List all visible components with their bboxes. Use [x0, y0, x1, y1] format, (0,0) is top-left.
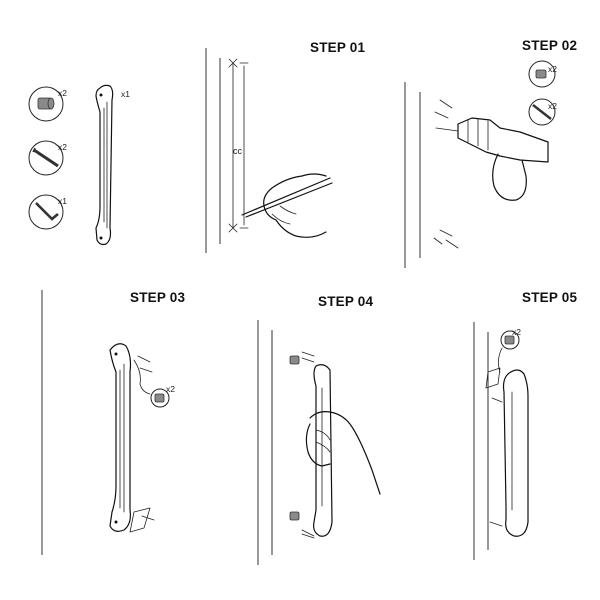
component-hex-key	[28, 194, 64, 230]
component-hex-key-qty: x1	[58, 196, 67, 206]
step04-bottom-screw	[289, 511, 315, 539]
step04-top-screw	[289, 351, 315, 365]
component-handle-qty: x1	[121, 89, 130, 99]
step02-long-screw	[528, 98, 556, 126]
drill	[434, 99, 549, 201]
step02-title: STEP 02	[522, 38, 578, 53]
step02-illustration	[404, 60, 556, 268]
step02-small-screw	[528, 60, 556, 88]
step03-screw-qty: x2	[166, 384, 175, 394]
step04-title: STEP 04	[318, 294, 374, 309]
step05-title: STEP 05	[522, 290, 578, 305]
step02-long-screw-qty: x2	[548, 101, 557, 111]
step04-illustration	[257, 320, 381, 565]
component-small-screw-qty: x2	[58, 88, 67, 98]
step05-screw-callout	[500, 330, 520, 350]
step03-screw-callout	[150, 388, 170, 408]
step03-illustration	[41, 290, 170, 555]
component-long-screw-qty: x2	[58, 142, 67, 152]
component-handle	[95, 84, 114, 246]
components-panel	[28, 84, 114, 246]
step01-illustration	[205, 48, 333, 253]
step02-lower-marks	[433, 229, 459, 249]
step02-small-screw-qty: x2	[548, 64, 557, 74]
step05-screw-qty: x2	[512, 327, 521, 337]
step01-title: STEP 01	[310, 40, 366, 55]
component-long-screw	[28, 140, 64, 176]
hand	[305, 411, 381, 495]
component-small-screw	[28, 86, 64, 122]
step01-dimension-label: cc	[233, 146, 242, 156]
step03-title: STEP 03	[130, 290, 186, 305]
step05-illustration	[473, 322, 529, 560]
